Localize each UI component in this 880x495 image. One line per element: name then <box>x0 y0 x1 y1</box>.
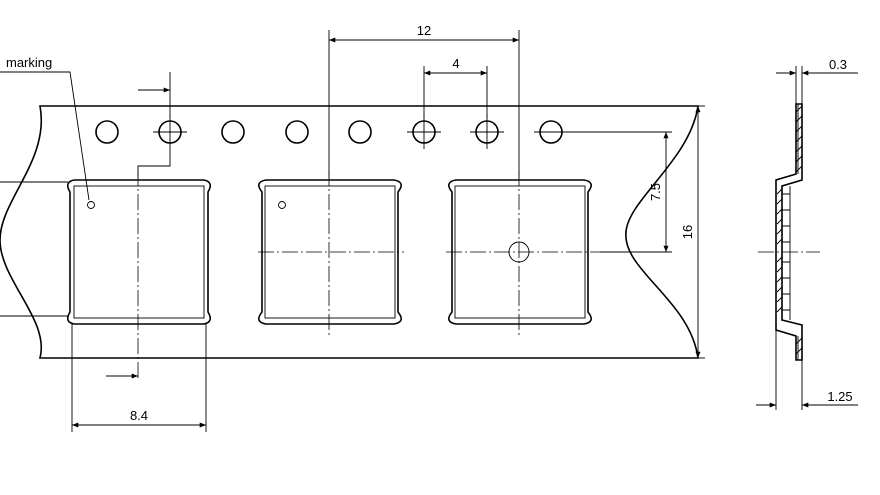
carrier-tape <box>0 105 699 359</box>
label-pocket-width: 8.4 <box>130 408 148 423</box>
label-hole-to-center: 7.5 <box>648 183 663 201</box>
side-view <box>756 66 858 410</box>
centerlines <box>137 170 600 380</box>
marking-dot <box>278 201 286 209</box>
dimension-lines <box>72 37 701 428</box>
label-hole-pitch: 4 <box>452 56 459 71</box>
pocket-1 <box>66 179 212 325</box>
sprocket-hole <box>285 120 309 144</box>
marking-dot <box>87 201 95 209</box>
label-marking: marking <box>6 55 52 70</box>
extension-lines <box>0 30 705 432</box>
sprocket-hole <box>95 120 119 144</box>
sprocket-hole <box>221 120 245 144</box>
sprocket-hole <box>348 120 372 144</box>
hole-centerlines <box>153 115 566 149</box>
label-tape-width: 16 <box>680 225 695 239</box>
label-pitch: 12 <box>417 23 431 38</box>
side-hatching <box>776 105 803 355</box>
label-thickness: 0.3 <box>829 57 847 72</box>
marking-leader <box>0 71 90 201</box>
label-pocket-depth: 1.25 <box>827 389 852 404</box>
